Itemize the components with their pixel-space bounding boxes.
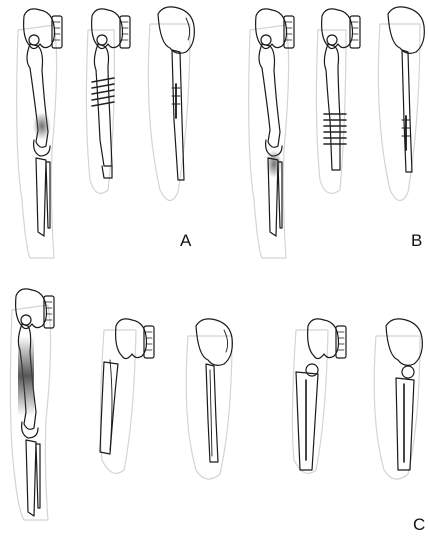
fibula — [46, 162, 50, 228]
lesion — [33, 112, 51, 140]
a-lateral-view — [148, 7, 194, 201]
c-intact-limb-with-lesion — [10, 289, 54, 520]
sacrum — [52, 16, 62, 48]
b-intact-limb-with-lesion — [249, 9, 294, 258]
tibia — [36, 158, 46, 236]
a-intact-limb-with-lesion — [17, 9, 62, 258]
b-lateral-view — [378, 7, 424, 201]
panel-label-c: C — [413, 516, 425, 533]
panel-c — [10, 289, 422, 520]
plate-screws — [92, 78, 114, 106]
lesion — [18, 336, 34, 416]
c-prosthesis-lateral — [374, 319, 422, 479]
c-lateral-view — [186, 319, 232, 479]
b-plate-fixation — [316, 9, 360, 193]
c-prosthesis — [292, 319, 346, 473]
panel-label-a: A — [180, 232, 191, 249]
panel-a — [17, 7, 195, 258]
a-plate-fixation — [86, 9, 130, 193]
femoral-head — [29, 35, 39, 45]
panel-b — [249, 7, 425, 258]
c-reconstruction — [100, 319, 154, 473]
panel-label-b: B — [411, 232, 422, 249]
